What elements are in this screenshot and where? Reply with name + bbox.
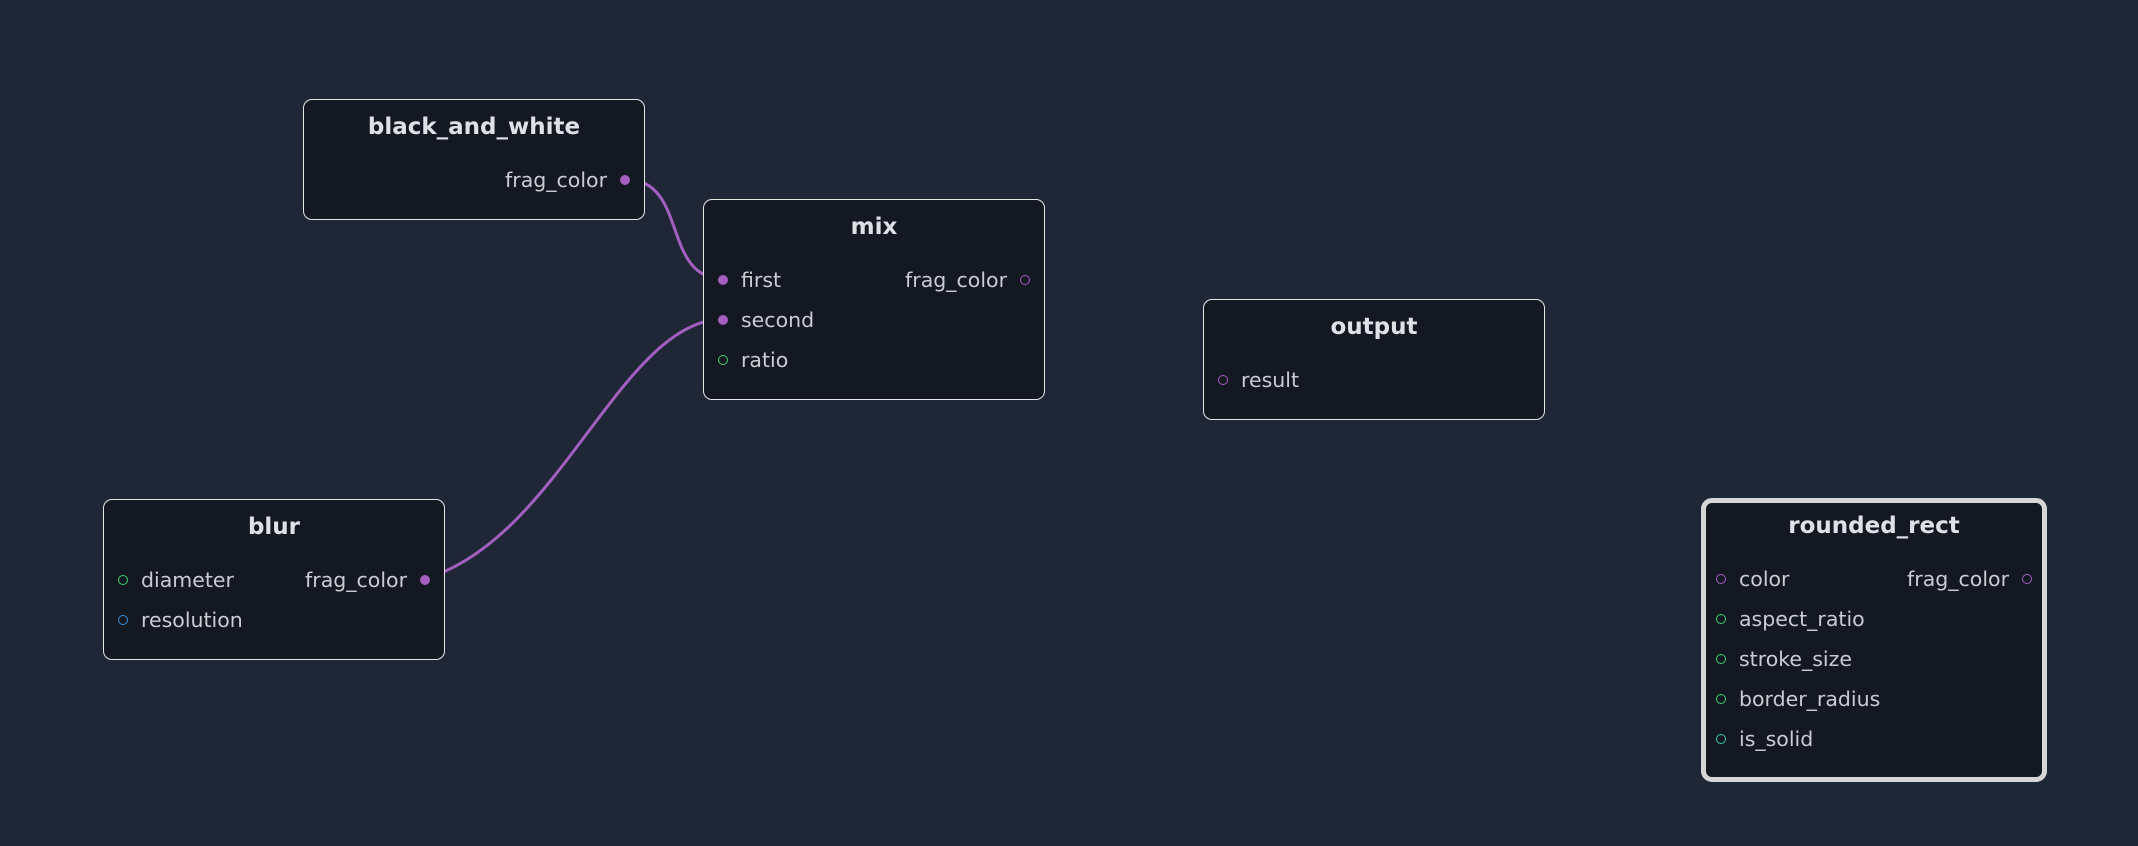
port-socket-icon[interactable] xyxy=(1716,614,1726,624)
port-label: aspect_ratio xyxy=(1739,607,1865,631)
port-label: frag_color xyxy=(905,268,1007,292)
port-aspect-ratio-in[interactable]: aspect_ratio xyxy=(1716,599,1865,639)
port-label: frag_color xyxy=(305,568,407,592)
port-label: first xyxy=(741,268,782,292)
port-socket-icon[interactable] xyxy=(118,615,128,625)
port-diameter-in[interactable]: diameter xyxy=(118,560,234,600)
port-socket-icon[interactable] xyxy=(118,575,128,585)
port-border-radius-in[interactable]: border_radius xyxy=(1716,679,1880,719)
port-socket-icon[interactable] xyxy=(1716,654,1726,664)
port-socket-icon[interactable] xyxy=(718,315,728,325)
port-label: color xyxy=(1739,567,1790,591)
port-is-solid-in[interactable]: is_solid xyxy=(1716,719,1813,759)
port-socket-icon[interactable] xyxy=(718,355,728,365)
node-title: output xyxy=(1330,314,1418,340)
port-label: border_radius xyxy=(1739,687,1881,711)
port-label: diameter xyxy=(141,568,234,592)
port-resolution-in[interactable]: resolution xyxy=(118,600,243,640)
port-socket-icon[interactable] xyxy=(1218,375,1228,385)
port-second-in[interactable]: second xyxy=(718,300,814,340)
port-label: ratio xyxy=(741,348,789,372)
port-socket-icon[interactable] xyxy=(718,275,728,285)
node-rounded-rect[interactable]: rounded_rect color aspect_ratio stroke_s… xyxy=(1701,498,2047,782)
port-label: result xyxy=(1241,368,1299,392)
port-frag-color-out[interactable]: frag_color xyxy=(305,560,430,600)
port-ratio-in[interactable]: ratio xyxy=(718,340,788,380)
port-label: resolution xyxy=(141,608,243,632)
port-socket-icon[interactable] xyxy=(1716,694,1726,704)
port-socket-icon[interactable] xyxy=(620,175,630,185)
port-socket-icon[interactable] xyxy=(1716,734,1726,744)
port-label: is_solid xyxy=(1739,727,1814,751)
port-first-in[interactable]: first xyxy=(718,260,781,300)
node-black-and-white[interactable]: black_and_white frag_color xyxy=(303,99,645,220)
port-socket-icon[interactable] xyxy=(1716,574,1726,584)
node-title: mix xyxy=(850,214,898,240)
port-color-in[interactable]: color xyxy=(1716,559,1789,599)
port-result-in[interactable]: result xyxy=(1218,360,1299,400)
port-socket-icon[interactable] xyxy=(1020,275,1030,285)
port-socket-icon[interactable] xyxy=(2022,574,2032,584)
node-output[interactable]: output result xyxy=(1203,299,1545,420)
port-socket-icon[interactable] xyxy=(420,575,430,585)
node-title: black_and_white xyxy=(367,114,581,140)
node-title: rounded_rect xyxy=(1788,513,1960,539)
port-stroke-size-in[interactable]: stroke_size xyxy=(1716,639,1852,679)
port-frag-color-out[interactable]: frag_color xyxy=(905,260,1030,300)
port-label: stroke_size xyxy=(1739,647,1852,671)
port-label: second xyxy=(741,308,815,332)
node-title: blur xyxy=(247,514,301,540)
node-mix[interactable]: mix first second ratio frag_color xyxy=(703,199,1045,400)
port-frag-color-out[interactable]: frag_color xyxy=(505,160,630,200)
node-blur[interactable]: blur diameter resolution frag_color xyxy=(103,499,445,660)
port-label: frag_color xyxy=(1907,567,2009,591)
port-label: frag_color xyxy=(505,168,607,192)
port-frag-color-out[interactable]: frag_color xyxy=(1907,559,2032,599)
wire-blur-to-mix-second[interactable] xyxy=(423,317,725,581)
